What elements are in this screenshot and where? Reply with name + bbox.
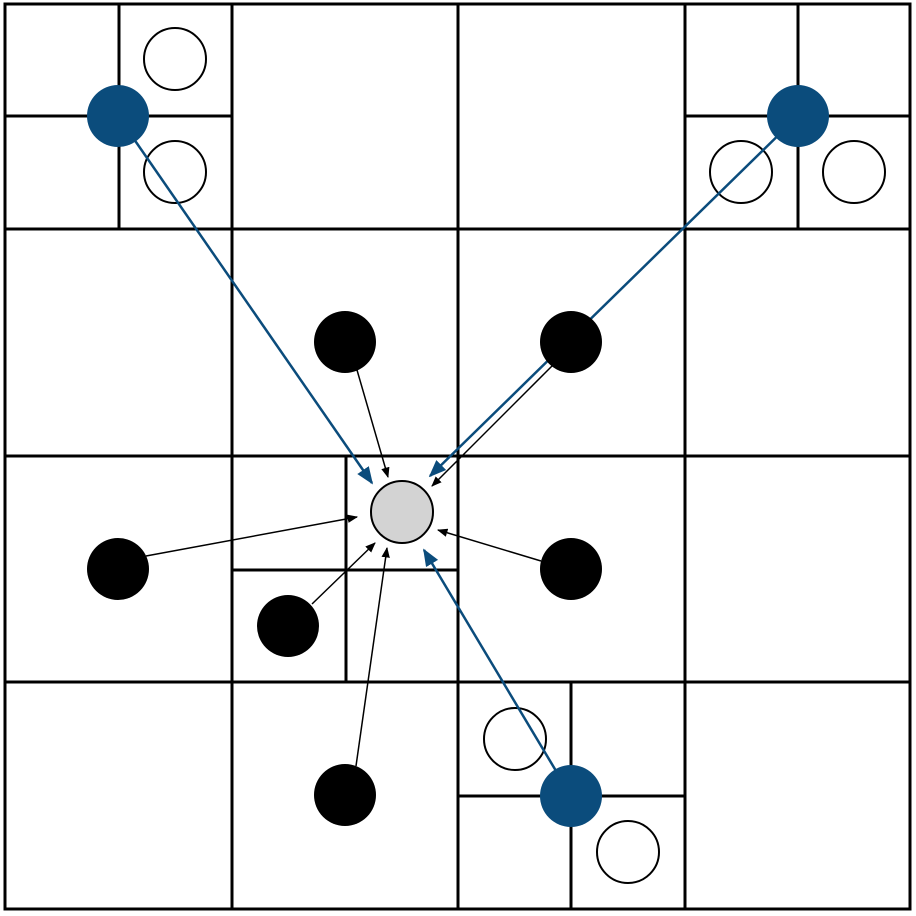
hollow-node: [822, 140, 886, 204]
blue-arrow-topright: [428, 115, 799, 478]
blue-arrows: [116, 115, 799, 797]
blue-node: [767, 85, 829, 147]
black-arrow: [436, 528, 542, 562]
black-arrow: [356, 369, 390, 479]
hollow-node: [143, 27, 207, 91]
black-arrow: [145, 514, 359, 557]
blue-arrow-topleft: [116, 115, 374, 485]
blue-arrow-bottom: [422, 548, 573, 797]
black-node: [314, 311, 376, 373]
black-arrow: [355, 546, 390, 767]
target-node: [370, 480, 434, 544]
black-node: [314, 764, 376, 826]
hollow-node: [483, 707, 547, 771]
black-node: [540, 311, 602, 373]
black-node: [540, 538, 602, 600]
hollow-node: [143, 140, 207, 204]
black-source-nodes: [87, 311, 602, 826]
black-node: [257, 595, 319, 657]
blue-multipole-nodes: [87, 85, 829, 827]
black-arrow: [431, 365, 553, 487]
black-arrows: [145, 365, 553, 767]
blue-node: [87, 85, 149, 147]
black-arrow: [311, 542, 376, 605]
hollow-node: [596, 820, 660, 884]
black-node: [87, 538, 149, 600]
blue-node: [540, 765, 602, 827]
